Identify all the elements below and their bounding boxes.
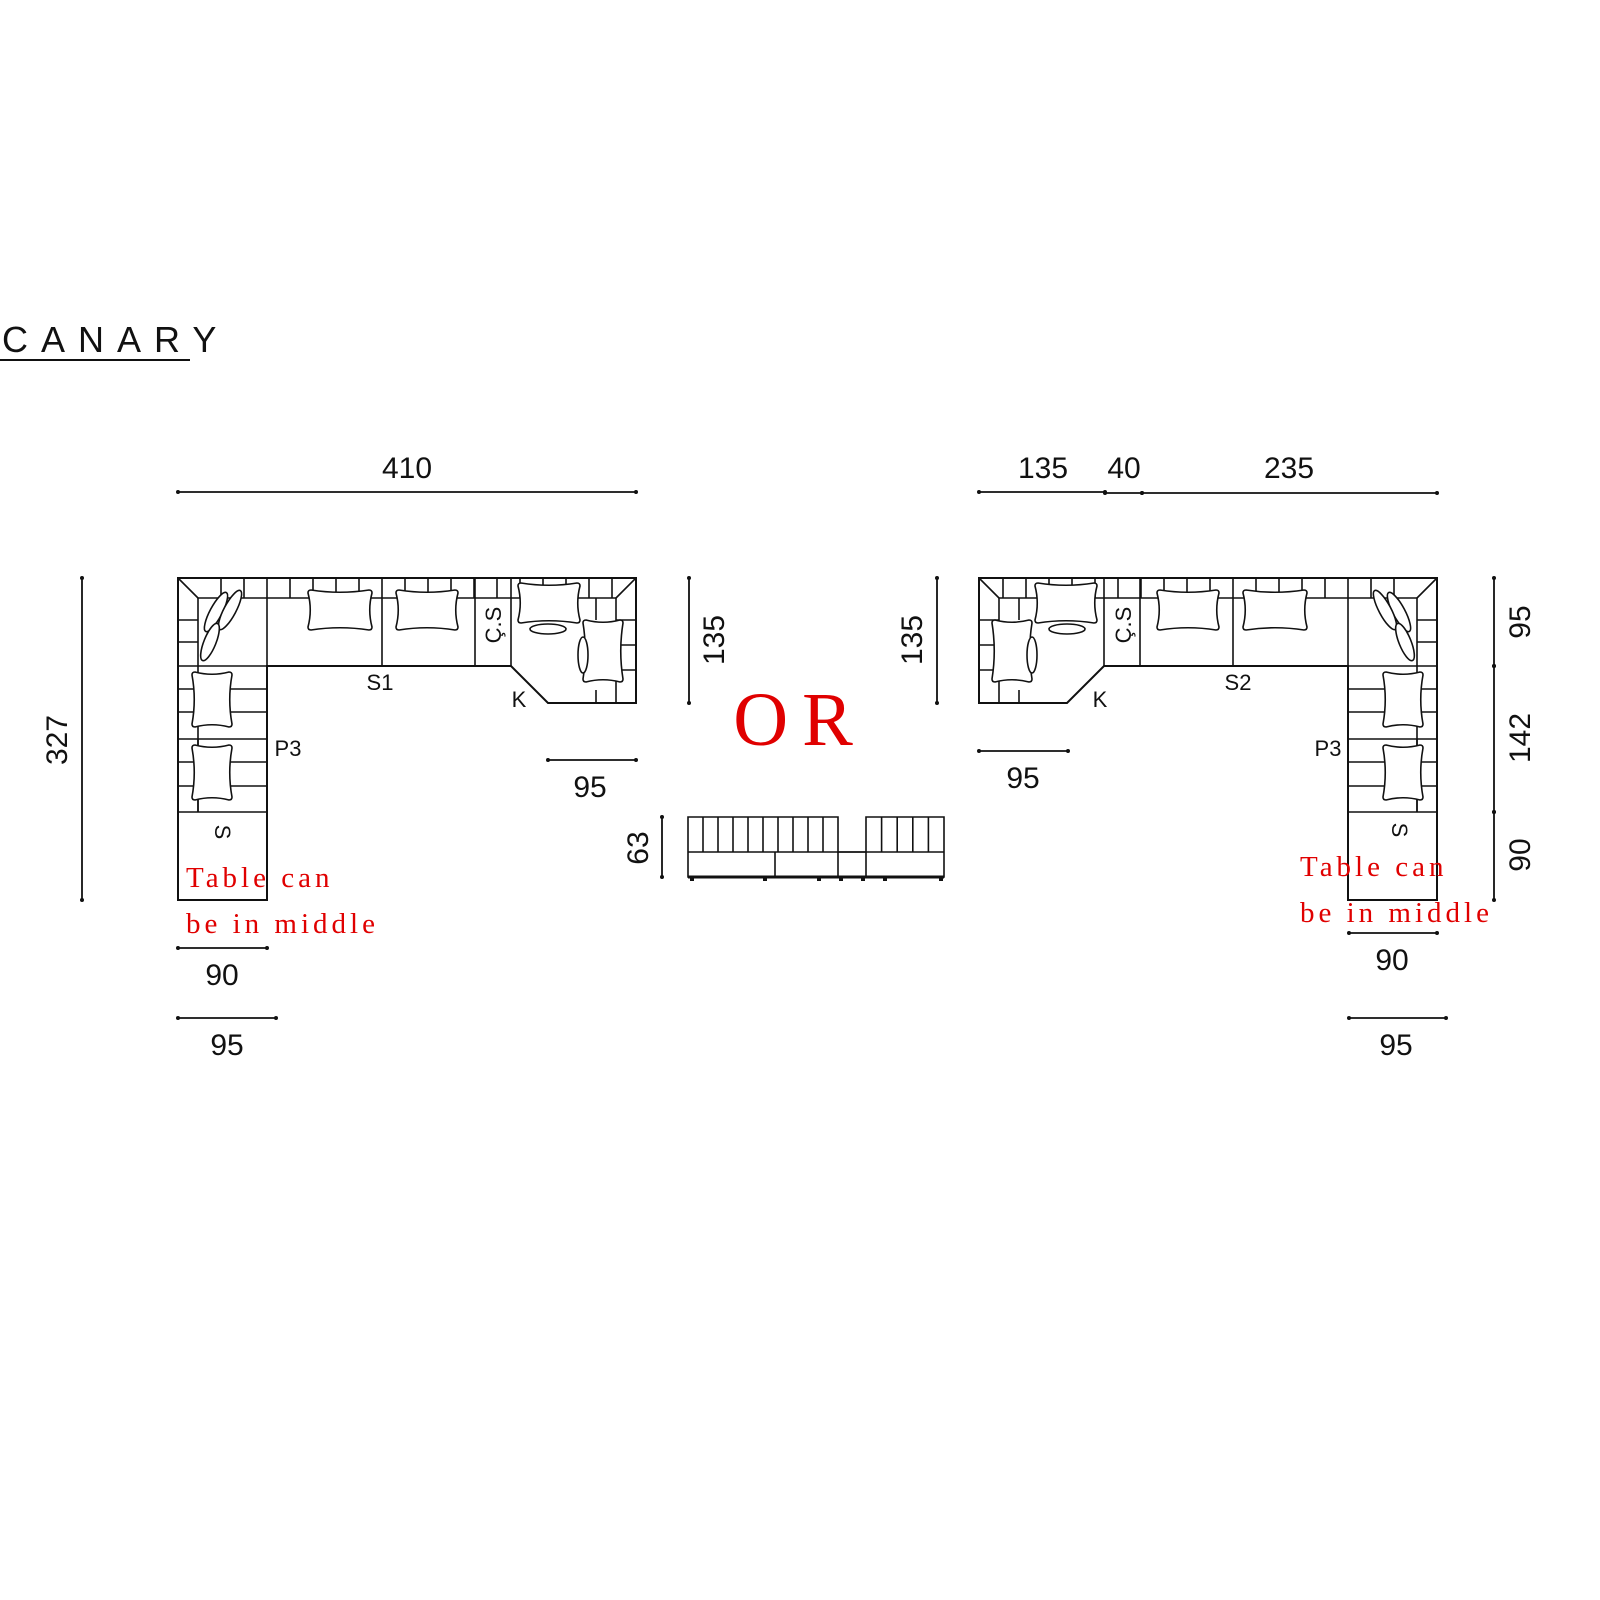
pillow-icon xyxy=(1242,589,1308,631)
pillow-icon xyxy=(517,582,581,624)
title: CANARY xyxy=(0,319,229,361)
leg-icon xyxy=(861,877,865,881)
pillow-icon xyxy=(395,589,459,631)
corner-diagonal xyxy=(1416,577,1438,599)
corner-diagonal xyxy=(978,577,1000,599)
dimension-tick xyxy=(1066,749,1070,753)
dim-left-right: 135 xyxy=(698,615,731,665)
dim-right-top-3: 235 xyxy=(1264,452,1314,485)
dimension-tick xyxy=(660,815,664,819)
label-s2: S2 xyxy=(1225,670,1252,695)
dim-right-left: 135 xyxy=(896,615,929,665)
label-chaise: Ç.S xyxy=(481,607,506,644)
cushion-leaf-icon xyxy=(1394,622,1416,662)
dimension-tick xyxy=(274,1016,278,1020)
dimension-tick xyxy=(687,701,691,705)
cushion-leaf-icon xyxy=(1048,623,1086,635)
pillow-icon xyxy=(1034,582,1098,624)
front-outline xyxy=(687,816,945,878)
cushion-leaf-icon xyxy=(199,622,221,662)
dimension-tick xyxy=(80,576,84,580)
dimension-tick xyxy=(1444,1016,1448,1020)
label-p3-right: P3 xyxy=(1315,736,1342,761)
note-line-2: be in middle xyxy=(186,908,379,940)
corner-diagonal xyxy=(177,577,199,599)
leg-icon xyxy=(690,877,694,881)
label-s: S xyxy=(210,825,235,840)
right-sofa-plan xyxy=(978,577,1438,901)
pillow-icon xyxy=(1156,589,1220,631)
dim-right-side-1: 95 xyxy=(1504,605,1537,638)
dimension-tick xyxy=(1492,576,1496,580)
pillow-icon xyxy=(991,619,1033,683)
pillow-icon xyxy=(191,744,233,801)
leg-icon xyxy=(883,877,887,881)
dimension-tick xyxy=(176,946,180,950)
dim-left-top: 410 xyxy=(382,452,432,485)
pillow-icon xyxy=(307,589,373,631)
dimension-tick xyxy=(935,576,939,580)
dim-left-corner: 95 xyxy=(573,771,606,804)
dim-left-bottom-inner: 90 xyxy=(205,959,238,992)
front-view xyxy=(687,816,945,881)
dim-right-top-1: 135 xyxy=(1018,452,1068,485)
dimension-tick xyxy=(977,490,981,494)
pillow-icon xyxy=(1382,744,1424,801)
or-separator: OR xyxy=(733,678,867,762)
dim-right-side-3: 90 xyxy=(1504,838,1537,871)
label-s-right: S xyxy=(1387,823,1412,838)
dimension-tick xyxy=(1347,931,1351,935)
dim-right-side-2: 142 xyxy=(1504,713,1537,763)
dimension-tick xyxy=(935,701,939,705)
dimension-tick xyxy=(80,898,84,902)
cushion-leaf-icon xyxy=(577,636,589,674)
left-sofa-plan xyxy=(177,577,637,901)
leg-icon xyxy=(939,877,943,881)
corner-diagonal xyxy=(615,577,637,599)
leg-icon xyxy=(817,877,821,881)
dimension-lines xyxy=(80,490,1496,1020)
dimension-tick xyxy=(176,1016,180,1020)
dimension-tick xyxy=(1435,931,1439,935)
dimension-tick xyxy=(1140,491,1144,495)
label-s1: S1 xyxy=(367,670,394,695)
brand-title: CANARY xyxy=(2,319,229,360)
label-chaise-right: Ç.S xyxy=(1111,607,1136,644)
note-right-line-2: be in middle xyxy=(1300,897,1493,929)
dimension-tick xyxy=(977,749,981,753)
pillow-icon xyxy=(1382,671,1424,728)
dimension-tick xyxy=(1492,810,1496,814)
dimension-tick xyxy=(176,490,180,494)
dimension-tick xyxy=(1492,898,1496,902)
dim-right-corner: 95 xyxy=(1006,762,1039,795)
dimension-tick xyxy=(1435,491,1439,495)
dimension-tick xyxy=(546,758,550,762)
dim-front-height: 63 xyxy=(622,831,655,864)
pillow-icon xyxy=(582,619,624,683)
cushion-leaf-icon xyxy=(529,623,567,635)
label-p3: P3 xyxy=(275,736,302,761)
leg-icon xyxy=(763,877,767,881)
note-line-1: Table can xyxy=(186,862,333,894)
dim-left-bottom-outer: 95 xyxy=(210,1029,243,1062)
dimension-tick xyxy=(265,946,269,950)
dim-right-bottom-inner: 90 xyxy=(1375,944,1408,977)
dimension-tick xyxy=(1103,491,1107,495)
dimension-tick xyxy=(634,758,638,762)
pillow-icon xyxy=(191,671,233,728)
dimension-tick xyxy=(1347,1016,1351,1020)
leg-icon xyxy=(839,877,843,881)
note-right-line-1: Table can xyxy=(1300,851,1447,883)
dimension-tick xyxy=(687,576,691,580)
label-k: K xyxy=(512,687,527,712)
dim-right-bottom-outer: 95 xyxy=(1379,1029,1412,1062)
dim-right-top-2: 40 xyxy=(1107,452,1140,485)
label-k-right: K xyxy=(1093,687,1108,712)
dimension-tick xyxy=(660,875,664,879)
cushion-leaf-icon xyxy=(1026,636,1038,674)
dimension-tick xyxy=(634,490,638,494)
dim-left-left: 327 xyxy=(41,715,74,765)
dimension-tick xyxy=(1492,664,1496,668)
